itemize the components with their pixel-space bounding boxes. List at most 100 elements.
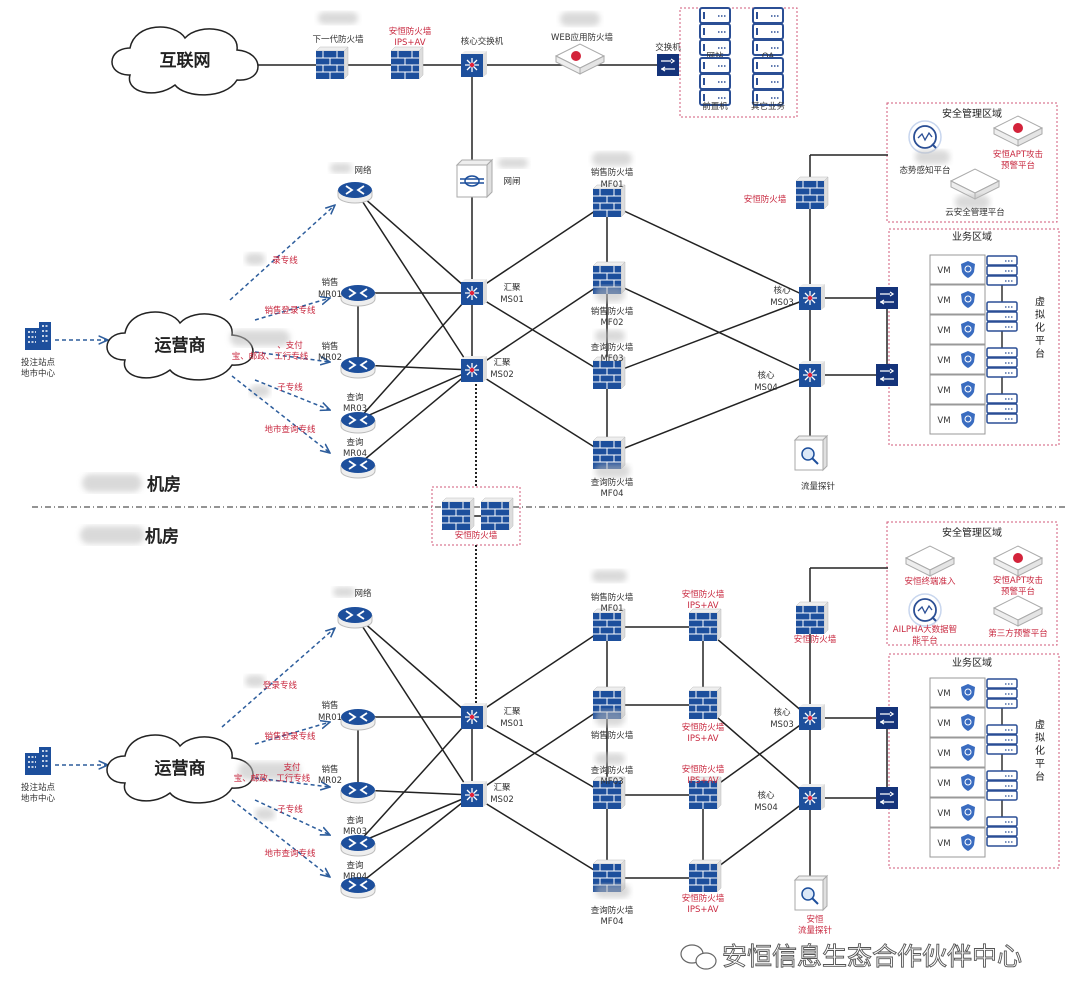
fw-icon [315,46,349,80]
network-router-b[interactable] [337,606,373,629]
vm-box[interactable] [929,797,986,828]
server-oa[interactable] [752,7,784,56]
dashed-link-arrow [229,205,335,301]
core-icon [798,283,826,311]
inter-room-firewall-1[interactable] [441,497,475,531]
router-mr02-b[interactable] [340,781,376,804]
terminal-access-control[interactable] [905,545,955,577]
router-mr01-b[interactable] [340,708,376,731]
ips-firewall-1[interactable] [688,608,722,642]
redaction-blur [255,808,275,820]
vm-box[interactable] [929,254,986,285]
radar-icon [908,593,942,627]
next-gen-firewall[interactable] [315,46,349,80]
core-icon [460,702,488,730]
vm-box[interactable] [929,737,986,768]
fw-icon [390,46,424,80]
core-icon [798,360,826,388]
link-line [702,626,811,719]
label: MS01 [500,295,524,305]
third-party-warning-platform[interactable] [993,595,1043,627]
zone-title: 业务区域 [952,656,992,669]
vm-box[interactable] [929,314,986,345]
router-mr02[interactable] [340,356,376,379]
vm-box[interactable] [929,404,986,435]
link-line [357,789,473,796]
anheng-firewall-ips-av[interactable] [390,46,424,80]
router-mr03-b[interactable] [340,834,376,857]
link-line [354,614,473,796]
business-switch-1[interactable] [875,286,899,310]
aggregation-switch-ms02-b[interactable] [460,780,488,808]
label: 预警平台 [1001,586,1035,597]
traffic-probe-b[interactable] [794,875,828,911]
vm-box[interactable] [929,827,986,858]
vm-box[interactable] [929,344,986,375]
label: 安恒防火墙 [682,764,725,775]
network-gatekeeper[interactable] [456,159,493,198]
vm-label: VM [937,356,950,366]
label: 安恒APT攻击 [993,149,1043,160]
fw-icon [480,497,514,531]
business-switch-2[interactable] [875,363,899,387]
core-switch-ms04[interactable] [798,360,826,388]
aggregation-switch-ms01[interactable] [460,278,488,306]
router-mr03[interactable] [340,411,376,434]
link-line [471,292,608,376]
router-mr01[interactable] [340,284,376,307]
aggregation-switch-ms02[interactable] [460,355,488,383]
cloud-security-mgmt-platform[interactable] [950,168,1000,200]
label: 安恒终端准入 [904,576,956,587]
router-mr04[interactable] [340,456,376,479]
vm-box[interactable] [929,707,986,738]
label: 态势感知平台 [899,165,950,176]
label: MS04 [754,803,778,813]
server-other-business[interactable] [752,57,784,106]
platform-label: 拟 [1035,731,1045,744]
core-switch-ms03-b[interactable] [798,703,826,731]
security-zone-box-bottom [886,521,1058,646]
betting-site-building-b[interactable] [24,746,52,776]
label: MS02 [490,795,514,805]
business-switch-2-b[interactable] [875,786,899,810]
anheng-firewall-security[interactable] [795,176,829,210]
core-switch-ms03[interactable] [798,283,826,311]
vm-box[interactable] [929,767,986,798]
link-line [357,369,473,466]
sw-icon [875,363,899,387]
betting-site-building[interactable] [24,321,52,351]
situational-awareness-platform[interactable] [908,120,942,154]
server-website[interactable] [699,7,731,56]
vm-box[interactable] [929,284,986,315]
label: MS03 [770,720,794,730]
redaction-blur [915,150,950,164]
vm-box[interactable] [929,677,986,708]
server-zone-box [679,7,798,118]
waf-logo-icon [571,51,581,61]
label: 汇聚 [493,783,511,793]
vm-label: VM [937,719,950,729]
traffic-probe[interactable] [794,435,828,471]
business-switch-1-b[interactable] [875,706,899,730]
redaction-blur [330,163,352,173]
ailpha-platform[interactable] [908,593,942,627]
core-switch-ms04-b[interactable] [798,783,826,811]
label: 前置机 [702,101,728,112]
ips-firewall-4[interactable] [688,859,722,893]
router-icon [340,411,376,434]
platform-label: 化 [1035,744,1045,757]
dmz-switch[interactable] [656,53,680,77]
label: IPS+AV [687,776,718,786]
ips-firewall-2[interactable] [688,686,722,720]
network-router[interactable] [337,181,373,204]
core-switch[interactable] [460,50,488,78]
aggregation-switch-ms01-b[interactable] [460,702,488,730]
vm-box[interactable] [929,374,986,405]
server-frontend[interactable] [699,57,731,106]
label: IPS+AV [687,601,718,611]
link-line [471,202,608,294]
router-icon [340,284,376,307]
inter-room-firewall-2[interactable] [480,497,514,531]
redaction-blur [245,253,265,265]
anheng-firewall-security-b[interactable] [795,601,829,635]
